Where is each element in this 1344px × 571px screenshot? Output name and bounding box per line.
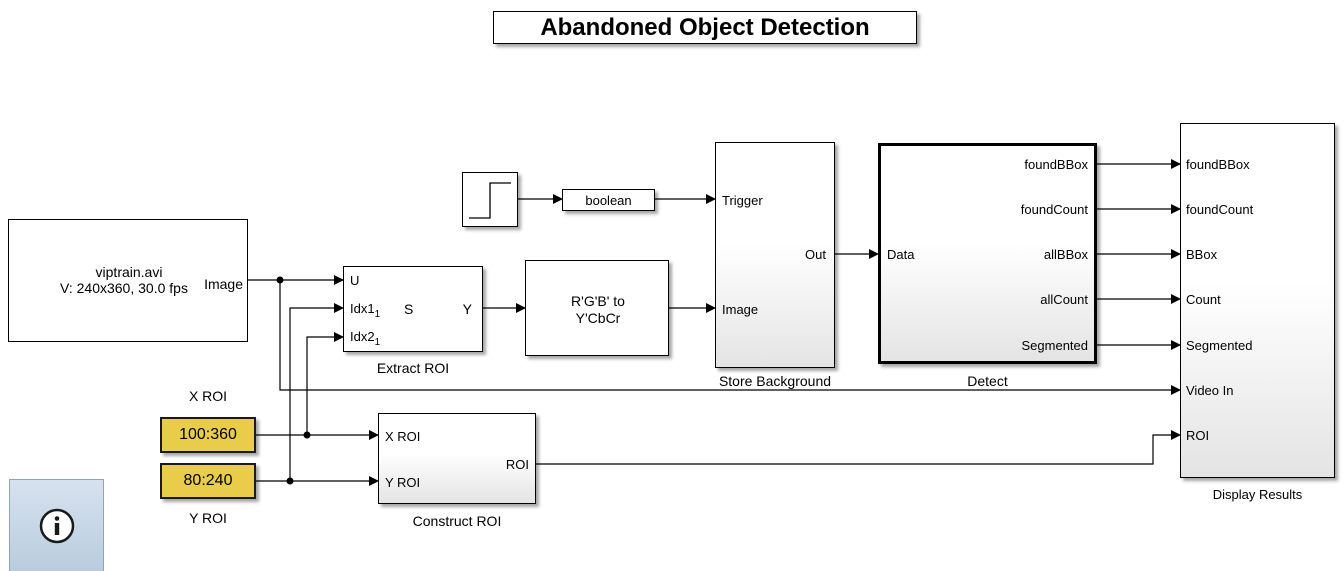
- construct-roi-out: ROI: [505, 457, 529, 472]
- display-in-roi: ROI: [1186, 428, 1210, 443]
- extract-roi-in-idx2: Idx21: [350, 329, 380, 350]
- y-roi-constant[interactable]: 80:240: [160, 463, 256, 499]
- store-background-caption: Store Background: [718, 373, 832, 389]
- model-title-text: Abandoned Object Detection: [540, 13, 870, 41]
- video-source-block[interactable]: viptrain.avi V: 240x360, 30.0 fps Image: [8, 219, 248, 342]
- source-image-port: Image: [204, 276, 243, 292]
- display-in-foundcount: foundCount: [1186, 202, 1254, 217]
- detect-block[interactable]: Data foundBBox foundCount allBBox allCou…: [878, 143, 1097, 364]
- detect-out-foundcount: foundCount: [1020, 202, 1088, 217]
- step-block[interactable]: [462, 172, 518, 227]
- color-convert-block[interactable]: R'G'B' to Y'CbCr: [525, 260, 669, 356]
- x-roi-constant[interactable]: 100:360: [160, 417, 256, 453]
- store-background-in-image: Image: [722, 302, 759, 317]
- extract-roi-in-idx2-label: Idx2: [350, 329, 375, 344]
- source-filename: viptrain.avi: [95, 264, 163, 280]
- construct-roi-caption: Construct ROI: [412, 513, 502, 529]
- detect-out-foundbbox: foundBBox: [1024, 157, 1088, 172]
- display-results-block[interactable]: foundBBox foundCount BBox Count Segmente…: [1180, 123, 1335, 478]
- model-title: Abandoned Object Detection: [493, 11, 917, 44]
- extract-roi-center: S: [404, 301, 414, 317]
- info-icon: [39, 508, 75, 544]
- display-in-bbox: BBox: [1186, 247, 1218, 262]
- construct-roi-in-x: X ROI: [385, 429, 421, 444]
- info-button[interactable]: [9, 479, 104, 571]
- color-convert-line1: R'G'B' to: [571, 293, 625, 309]
- display-in-segmented: Segmented: [1186, 338, 1253, 353]
- boolean-label: boolean: [585, 192, 632, 208]
- extract-roi-out-y: Y: [462, 301, 472, 317]
- extract-roi-idx1-sub: 1: [374, 309, 381, 320]
- display-in-video: Video In: [1186, 383, 1234, 398]
- extract-roi-caption: Extract ROI: [376, 360, 450, 376]
- boolean-block[interactable]: boolean: [562, 189, 655, 211]
- y-roi-caption: Y ROI: [189, 510, 227, 526]
- extract-roi-block[interactable]: U Idx11 Idx21 S Y: [343, 266, 483, 352]
- display-results-caption: Display Results: [1212, 487, 1303, 502]
- detect-in-data: Data: [887, 247, 915, 262]
- display-in-count: Count: [1186, 292, 1221, 307]
- store-background-block[interactable]: Trigger Image Out: [715, 142, 835, 368]
- detect-out-segmented: Segmented: [1021, 338, 1089, 353]
- construct-roi-block[interactable]: X ROI Y ROI ROI: [378, 413, 536, 504]
- store-background-out: Out: [805, 247, 826, 262]
- extract-roi-in-u: U: [350, 273, 360, 288]
- construct-roi-in-y: Y ROI: [385, 475, 421, 490]
- extract-roi-in-idx1-label: Idx1: [350, 301, 375, 316]
- extract-roi-idx2-sub: 1: [374, 337, 381, 348]
- extract-roi-in-idx1: Idx11: [350, 301, 380, 322]
- source-format: V: 240x360, 30.0 fps: [60, 280, 188, 296]
- store-background-in-trigger: Trigger: [722, 193, 763, 208]
- detect-caption: Detect: [967, 373, 1008, 389]
- x-roi-caption: X ROI: [188, 388, 228, 404]
- display-in-foundbbox: foundBBox: [1186, 157, 1250, 172]
- detect-out-allcount: allCount: [1040, 292, 1088, 307]
- detect-out-allbbox: allBBox: [1043, 247, 1088, 262]
- color-convert-line2: Y'CbCr: [575, 310, 621, 326]
- step-icon: [469, 182, 511, 219]
